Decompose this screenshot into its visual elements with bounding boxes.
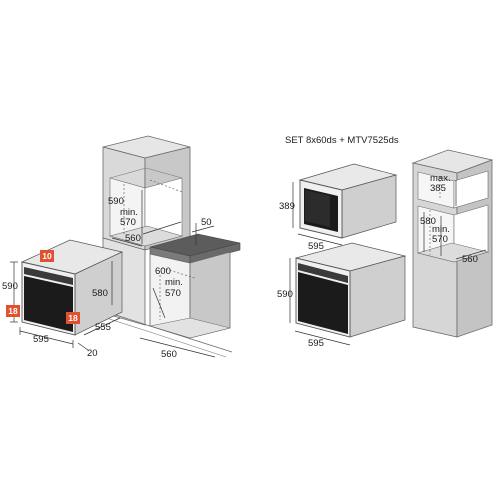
left-oven-side-label: 580 <box>92 288 108 299</box>
microwave-height-label: 389 <box>279 201 295 212</box>
worktop-height-label: 600 <box>155 266 171 277</box>
clearance-badge-right: 18 <box>66 312 80 324</box>
set-title: SET 8x60ds + MTV7525ds <box>285 135 399 146</box>
clearance-badge-left: 18 <box>6 305 20 317</box>
left-oven-edge-label: 20 <box>87 348 98 359</box>
left-tall-cabinet <box>102 135 191 251</box>
tall-cabinet-min-value: 570 <box>120 217 136 228</box>
worktop-dimensions <box>139 223 216 358</box>
set-dimensions <box>289 182 351 346</box>
right-cabinet-min-label: min. <box>432 224 450 235</box>
right-cabinet-max-value: 385 <box>430 183 446 194</box>
worktop-countertop <box>149 233 241 264</box>
tall-cabinet-dimensions <box>111 190 182 247</box>
right-tall-cabinet <box>411 149 494 338</box>
right-cabinet-height-label: 580 <box>420 216 436 227</box>
set-microwave <box>298 163 398 239</box>
set-oven <box>295 242 407 338</box>
tall-cabinet-min-label: min. <box>120 207 138 218</box>
worktop-depth-label: 560 <box>161 349 177 360</box>
worktop-min-label: min. <box>165 277 183 288</box>
badge-top-text: 10 <box>42 251 52 261</box>
left-oven-height-label: 590 <box>2 281 18 292</box>
right-cabinet-max-label: max. <box>430 173 451 184</box>
left-oven-depth-label: 555 <box>95 322 111 333</box>
microwave-width-label: 595 <box>308 241 324 252</box>
set-oven-width-label: 595 <box>308 338 324 349</box>
base-cabinet <box>149 251 231 339</box>
badge-right-text: 18 <box>68 313 78 323</box>
worktop-thickness-label: 50 <box>201 217 212 228</box>
left-built-in-oven <box>20 239 124 336</box>
right-cabinet-min-value: 570 <box>432 234 448 245</box>
worktop-min-value: 570 <box>165 288 181 299</box>
left-oven-width-label: 595 <box>33 334 49 345</box>
badge-left-text: 18 <box>8 306 18 316</box>
clearance-badge-top: 10 <box>40 250 54 262</box>
tall-cabinet-height-label: 590 <box>108 196 124 207</box>
right-cabinet-depth-label: 560 <box>462 254 478 265</box>
tall-cabinet-depth-label: 560 <box>125 233 141 244</box>
set-oven-height-label: 590 <box>277 289 293 300</box>
